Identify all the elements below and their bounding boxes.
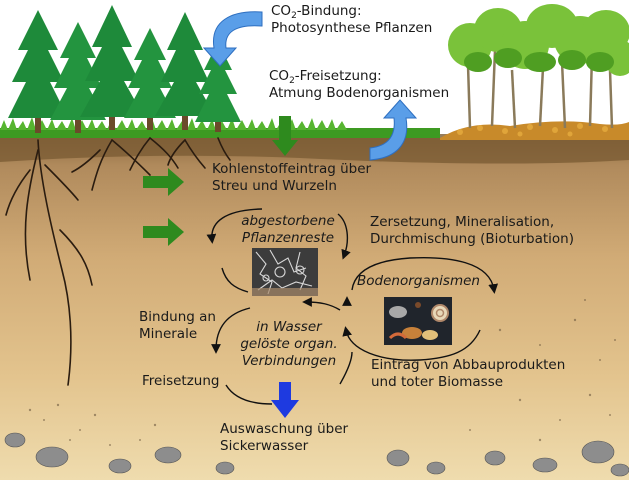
grass-strip (0, 117, 440, 138)
mineral-binding-line-2: Minerale (139, 326, 198, 342)
decomposition-line-2: Durchmischung (Bioturbation) (370, 231, 574, 247)
mineral-binding-label: Bindung an Minerale (139, 309, 216, 343)
dead-plant-line-2: Pflanzenreste (241, 230, 335, 246)
litter-input-arrow (272, 116, 298, 156)
degradation-line-1: Eintrag von Abbauprodukten (371, 357, 566, 373)
dissolved-line-3: Verbindungen (241, 353, 337, 369)
mineral-binding-line-1: Bindung an (139, 309, 216, 325)
dissolved-line-2: gelöste organ. (240, 336, 338, 352)
co2-binding-title: -Bindung: (296, 3, 362, 19)
carbon-input-label: Kohlenstoffeintrag über Streu und Wurzel… (212, 161, 371, 195)
decomposition-line-1: Zersetzung, Mineralisation, (370, 214, 555, 230)
soil-stones (4, 432, 629, 477)
soil-organisms-label: Bodenorganismen (357, 273, 480, 289)
degradation-line-2: und toter Biomasse (371, 374, 504, 390)
co2-release-formula: CO (269, 68, 290, 84)
soil-body (0, 138, 629, 480)
dissolved-line-1: in Wasser (256, 319, 322, 335)
dead-plant-label: abgestorbene Pflanzenreste (232, 213, 344, 247)
co2-binding-desc: Photosynthese Pflanzen (271, 20, 433, 36)
co2-release-subscript: 2 (289, 76, 295, 86)
degradation-input-label: Eintrag von Abbauprodukten und toter Bio… (371, 357, 565, 391)
co2-release-title: -Freisetzung: (294, 68, 382, 84)
leaching-line-1: Auswaschung über (220, 421, 349, 437)
cycle-lower (211, 297, 353, 405)
cycle-upper (206, 208, 351, 293)
soil-speckles (28, 299, 616, 446)
co2-binding-label: CO2-Bindung: Photosynthese Pflanzen (271, 3, 432, 37)
deciduous-trees (448, 4, 629, 129)
leaching-label: Auswaschung über Sickerwasser (220, 421, 348, 455)
leaching-line-2: Sickerwasser (220, 438, 309, 454)
cycle-middle (342, 256, 499, 361)
plant-residue-image (252, 248, 318, 296)
dissolved-compounds-label: in Wasser gelöste organ. Verbindungen (228, 319, 350, 370)
co2-release-arrow (369, 99, 418, 161)
soil-organisms-image (384, 297, 452, 345)
carbon-input-line-1: Kohlenstoffeintrag über (212, 161, 372, 177)
root-input-arrow-2 (143, 218, 184, 246)
co2-release-label: CO2-Freisetzung: Atmung Bodenorganismen (269, 68, 449, 102)
conifer-trees (8, 5, 241, 133)
decomposition-label: Zersetzung, Mineralisation, Durchmischun… (370, 214, 574, 248)
leaf-litter (440, 121, 629, 140)
co2-release-desc: Atmung Bodenorganismen (269, 85, 450, 101)
tree-roots (5, 137, 231, 386)
topsoil-band (0, 134, 629, 164)
co2-binding-formula: CO (271, 3, 292, 19)
leaf-litter-dots (457, 123, 608, 137)
dead-plant-line-1: abgestorbene (241, 213, 335, 229)
release-label: Freisetzung (142, 373, 220, 389)
carbon-input-line-2: Streu und Wurzeln (212, 178, 337, 194)
co2-binding-subscript: 2 (291, 11, 297, 21)
root-input-arrow-1 (143, 168, 184, 196)
leaching-arrow (271, 382, 299, 418)
co2-binding-arrow (202, 11, 263, 67)
